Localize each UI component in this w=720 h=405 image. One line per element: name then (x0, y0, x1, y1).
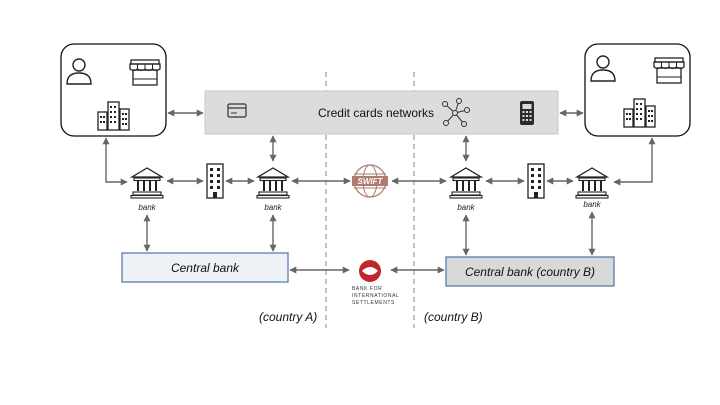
arrow-customer-b-bank (613, 137, 656, 186)
bank-label-b2: bank (583, 200, 601, 209)
credit-cards-network-bar (204, 90, 559, 135)
country-a-label: (country A) (259, 310, 317, 324)
bank-icon (256, 167, 290, 199)
swift-logo: SWIFT (352, 164, 388, 198)
credit-cards-network-label: Credit cards networks (318, 106, 434, 120)
swift-logo-text: SWIFT (358, 177, 384, 186)
card-terminal-icon (520, 101, 534, 125)
bank-label-a2: bank (264, 203, 282, 212)
bis-line-3: SETTLEMENTS (352, 300, 395, 306)
bis-line-2: INTERNATIONAL (352, 293, 399, 299)
bis-logo: BANK FOR INTERNATIONAL SETTLEMENTS (352, 260, 399, 306)
bank-icon (575, 167, 609, 199)
central-bank-a-label: Central bank (171, 261, 240, 275)
central-bank-b-box (445, 256, 615, 287)
network-icon (442, 98, 470, 127)
bank-label-a1: bank (138, 203, 156, 212)
customer-box-b (584, 43, 691, 137)
arrow-customer-a-bank (102, 137, 128, 186)
central-bank-b-label: Central bank (country B) (465, 265, 595, 279)
bank-icon (449, 167, 483, 199)
office-tower-icon (527, 163, 545, 199)
customer-box-a (60, 43, 167, 137)
bank-label-b1: bank (457, 203, 475, 212)
bank-icon (130, 167, 164, 199)
office-tower-icon (206, 163, 224, 199)
credit-card-icon (227, 103, 247, 118)
country-b-label: (country B) (424, 310, 483, 324)
bis-line-1: BANK FOR (352, 286, 382, 292)
central-bank-a-box (121, 252, 289, 283)
